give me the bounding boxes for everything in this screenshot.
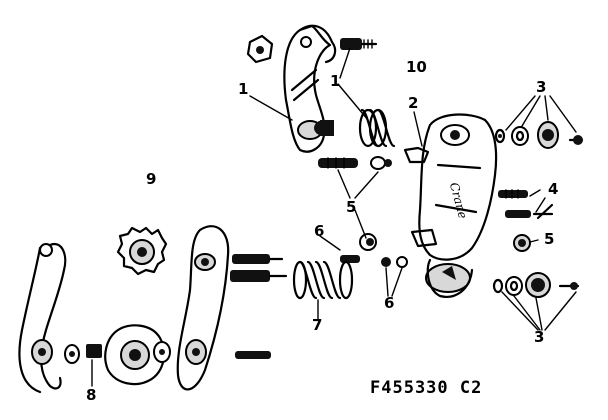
callout-5-mid: 5 xyxy=(346,198,357,216)
callout-3-top: 3 xyxy=(536,78,547,96)
callout-1-left: 1 xyxy=(238,80,249,98)
callout-4: 4 xyxy=(548,180,559,198)
bracket-nut xyxy=(246,34,274,64)
callout-8: 8 xyxy=(86,386,97,404)
callout-10: 10 xyxy=(406,58,427,76)
callout-1-top: 1 xyxy=(330,72,341,90)
cage-plate-outer xyxy=(18,242,102,394)
callout-leaders xyxy=(91,47,577,387)
body-spring xyxy=(358,108,396,148)
callout-7: 7 xyxy=(312,316,323,334)
upper-jockey-pulley xyxy=(116,226,168,276)
adjusting-screws xyxy=(498,189,554,252)
tension-screw xyxy=(340,233,408,268)
lower-washer-set xyxy=(492,272,580,298)
callout-5-right: 5 xyxy=(544,230,555,248)
callout-6-lower: 6 xyxy=(384,294,395,312)
cage-spring xyxy=(292,260,354,300)
callout-3-bottom: 3 xyxy=(534,328,545,346)
callout-9: 9 xyxy=(146,170,157,188)
upper-washer-set xyxy=(494,121,584,149)
cage-plate-inner xyxy=(176,225,288,391)
callout-2: 2 xyxy=(408,94,419,112)
pivot-pins xyxy=(318,156,392,170)
callout-6-upper: 6 xyxy=(314,222,325,240)
part-code-label: F455330 C2 xyxy=(370,378,483,398)
derailleur-body: Crane xyxy=(403,113,498,298)
mounting-bracket xyxy=(283,24,337,153)
bracket-screw xyxy=(340,38,378,50)
svg-text:Crane: Crane xyxy=(447,181,470,220)
lower-jockey-pulley xyxy=(104,324,171,386)
